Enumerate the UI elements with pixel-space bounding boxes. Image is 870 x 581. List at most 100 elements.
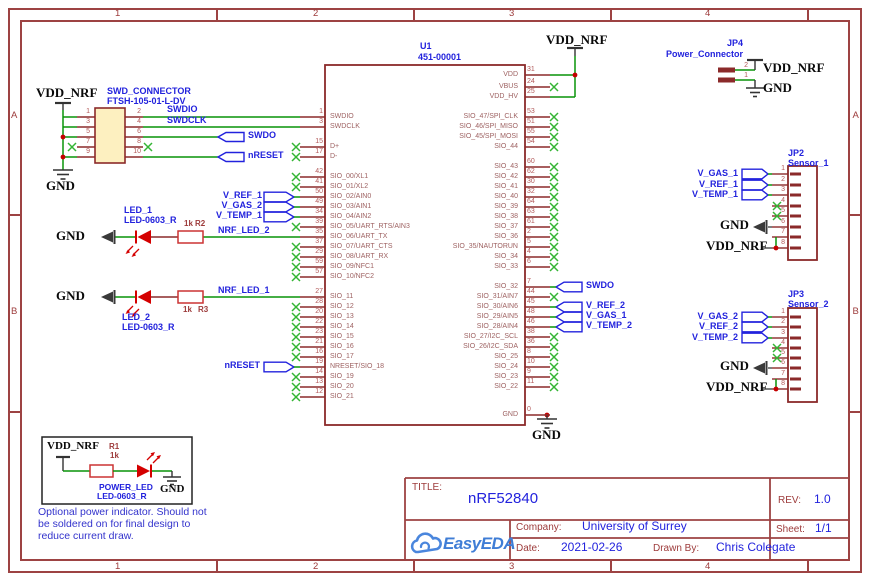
pin-name: SIO_08/UART_RX [330,253,389,260]
easyeda-logo-text: EasyEDA [443,534,516,553]
pin-name: SIO_04/AIN2 [330,213,372,220]
company-value: University of Surrey [582,519,687,533]
pin-name: VDD_HV [489,93,518,100]
rev-label: REV: [778,495,801,506]
pin-number: 8 [781,239,785,246]
r1-ref: R1 [109,442,120,451]
pin-name: SIO_46/SPI_MISO [459,123,518,130]
pin-name: SIO_20 [330,383,354,390]
r1-value: 1k [110,451,119,460]
net-flag-label: V_TEMP_2 [691,332,738,342]
note-line: Optional power indicator. Should not [38,506,207,518]
net-port-vdd: VDD_NRF [546,32,608,47]
frame-row-label: B [852,306,859,317]
pin-number: 2 [527,228,531,235]
net-flag-label: V_REF_1 [698,179,738,189]
sheet-label: Sheet: [776,524,805,535]
frame-col-label: 1 [115,8,121,19]
pin-number: 2 [781,176,785,183]
jp2-ref: JP2 [788,148,805,158]
pin-number: 5 [86,128,90,135]
pin-name: SIO_44 [494,143,518,150]
r2-ref: R2 [195,219,206,228]
pin-name: NRESET/SIO_18 [330,363,385,370]
pin-name: SIO_40 [494,193,518,200]
net-flag-label: V_TEMP_1 [215,210,262,220]
pin-name: SIO_09/NFC1 [330,263,374,270]
pin-number: 38 [527,328,535,335]
pin-number: 7 [781,370,785,377]
pin-number: 42 [315,168,323,175]
pin-number: 0 [527,406,531,413]
frame-col-label: 4 [705,561,711,572]
pin-number: 3 [319,118,323,125]
net-port-vdd: VDD_NRF [36,85,98,100]
pin-name: SIO_21 [330,393,354,400]
pin-name: SIO_47/SPI_CLK [463,113,518,120]
pin-number: 5 [781,349,785,356]
pin-number: 4 [137,118,141,125]
pin-name: VDD [503,71,518,78]
pin-name: SIO_13 [330,313,354,320]
pin-number: 20 [315,308,323,315]
pin-name: SIO_31/AIN7 [476,293,518,300]
company-label: Company: [516,522,562,533]
jp3-ref: JP3 [788,289,805,299]
net-label-nrf-led-2: NRF_LED_2 [218,225,270,235]
pin-name: SWDIO [330,113,354,120]
pin-number: 1 [744,72,748,79]
pin-number: 1 [319,108,323,115]
pin-number: 6 [137,128,141,135]
net-flag-label-swdo: SWDO [586,280,614,290]
pin-number: 24 [527,78,535,85]
pin-number: 30 [527,178,535,185]
net-port-vdd: VDD_NRF [763,60,825,75]
frame-col-label: 3 [509,561,515,572]
pin-name: SIO_37 [494,223,518,230]
pin-number: 3 [781,329,785,336]
pin-number: 37 [315,238,323,245]
pin-number: 25 [527,88,535,95]
pin-name: D- [330,153,338,160]
pin-name: SIO_28/AIN4 [476,323,518,330]
pin-number: 1 [86,108,90,115]
net-port-gnd: GND [160,483,185,495]
pin-name: SIO_22 [494,383,518,390]
pin-name: SIO_43 [494,163,518,170]
pin-number: 10 [527,358,535,365]
pin-number: 2 [781,318,785,325]
pin-number: 60 [527,158,535,165]
pin-name: SIO_01/XL2 [330,183,369,190]
pin-number: 41 [315,178,323,185]
pin-name: SIO_34 [494,253,518,260]
pin-name: SIO_45/SPI_MOSI [459,133,518,140]
frame-outer-border [8,8,862,573]
pin-number: 4 [781,197,785,204]
pin-number: 48 [527,308,535,315]
pin-number: 7 [527,278,531,285]
led1-part: LED-0603_R [124,215,177,225]
pin-number: 45 [527,298,535,305]
pin-number: 5 [527,238,531,245]
pin-number: 4 [781,339,785,346]
net-label-nrf-led-1: NRF_LED_1 [218,285,270,295]
net-port-vdd: VDD_NRF [706,238,768,253]
pin-name: SIO_11 [330,293,354,300]
r3-ref: R3 [198,305,209,314]
pin-name: SIO_35/NAUTORUN [452,243,518,250]
pin-number: 44 [527,288,535,295]
pin-number: 19 [315,358,323,365]
net-label-swdclk: SWDCLK [167,115,207,125]
swd-connector-ref: SWD_CONNECTOR [107,86,191,96]
pin-number: 32 [527,188,535,195]
pin-number: 21 [315,338,323,345]
pin-number: 39 [315,218,323,225]
pin-number: 9 [86,148,90,155]
pin-name: SWDCLK [330,123,360,130]
pin-number: 22 [315,318,323,325]
title-label: TITLE: [412,482,443,493]
pin-number: 34 [315,208,323,215]
pin-number: 6 [527,258,531,265]
pin-number: 2 [137,108,141,115]
